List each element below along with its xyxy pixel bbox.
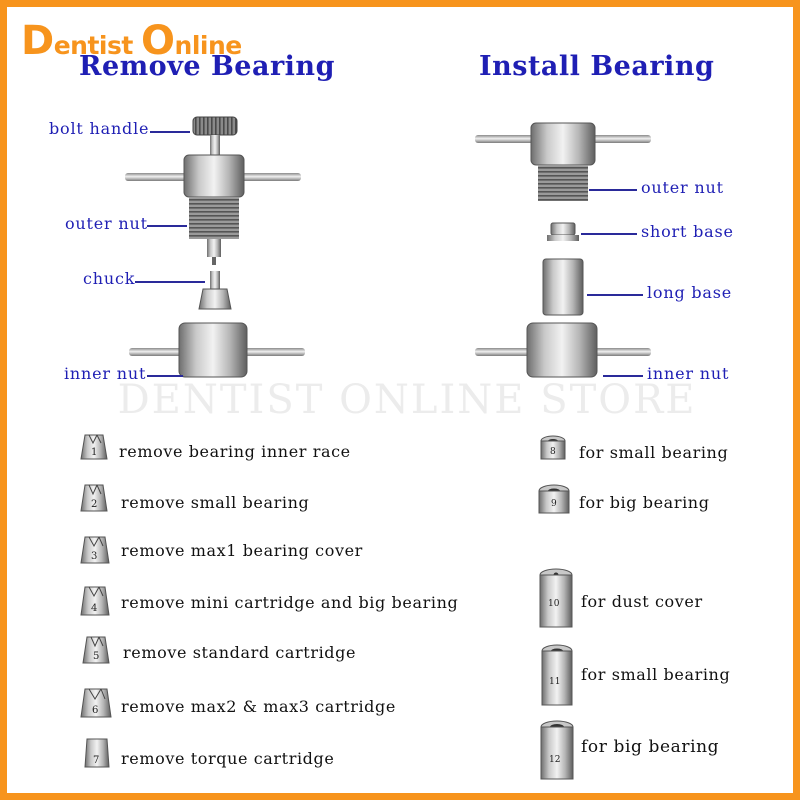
short-base-leader-line — [581, 233, 637, 235]
base-12-description: for big bearing — [581, 737, 720, 757]
chuck-number: 1 — [91, 447, 98, 458]
watermark-text: DENTIST ONLINE STORE — [117, 377, 697, 423]
outer-nut-part-remove — [125, 154, 301, 265]
inner-nut-label-remove: inner nut — [64, 364, 147, 383]
logo-initial-d: D — [21, 18, 54, 64]
chuck-5-description: remove standard cartridge — [123, 643, 357, 662]
base-number: 11 — [549, 677, 561, 687]
chuck-3-description: remove max1 bearing cover — [121, 541, 363, 560]
outer-nut-leader-line-install — [589, 189, 637, 191]
install-tool-assembly — [475, 122, 651, 378]
chuck-number: 7 — [93, 755, 100, 766]
logo-word-nline: nline — [174, 31, 243, 60]
base-12-icon — [540, 720, 574, 780]
chuck-leader-line — [135, 281, 205, 283]
base-9-description: for big bearing — [579, 493, 710, 512]
chuck-6-description: remove max2 & max3 cartridge — [121, 697, 396, 716]
chuck-2-icon — [80, 484, 108, 512]
chuck-6-icon — [80, 688, 112, 718]
base-number: 8 — [550, 447, 556, 457]
base-number: 12 — [549, 755, 561, 765]
base-10-icon — [539, 568, 573, 628]
outer-nut-label-remove: outer nut — [65, 214, 148, 233]
long-base-part — [542, 258, 584, 316]
base-11-description: for small bearing — [581, 665, 731, 684]
bolt-handle-label: bolt handle — [49, 119, 150, 138]
inner-nut-part-remove — [129, 322, 305, 378]
base-number: 10 — [548, 599, 560, 609]
chuck-5-icon — [82, 636, 110, 664]
tool-illustration — [80, 116, 651, 780]
chuck-number: 4 — [91, 603, 98, 614]
base-10-description: for dust cover — [581, 592, 703, 611]
inner-nut-part-install — [475, 322, 651, 378]
chuck-7-icon — [84, 738, 110, 768]
brand-logo: Dentist Online — [21, 21, 242, 61]
install-bearing-heading: Install Bearing — [479, 51, 715, 82]
base-8-description: for small bearing — [579, 443, 729, 462]
outer-nut-label-install: outer nut — [641, 178, 724, 197]
remove-tool-assembly — [125, 116, 305, 378]
chuck-number: 2 — [91, 499, 98, 510]
chuck-3-icon — [80, 536, 110, 564]
chuck-number: 3 — [91, 551, 98, 562]
chuck-7-description: remove torque cartridge — [121, 749, 335, 768]
chuck-1-icon — [80, 434, 108, 460]
long-base-label: long base — [647, 283, 733, 302]
chuck-number: 5 — [93, 651, 100, 662]
remove-bearing-heading: Remove Bearing — [79, 51, 335, 82]
bolt-handle-leader-line — [150, 131, 190, 133]
logo-initial-o: O — [141, 18, 175, 64]
outer-nut-part-install — [475, 122, 651, 201]
base-9-icon — [538, 484, 570, 514]
long-base-leader-line — [587, 294, 643, 296]
inner-nut-leader-line-install — [603, 375, 643, 377]
chuck-4-description: remove mini cartridge and big bearing — [121, 593, 459, 612]
chuck-4-icon — [80, 586, 110, 616]
short-base-label: short base — [641, 222, 734, 241]
inner-nut-label-install: inner nut — [647, 364, 730, 383]
short-base-part — [547, 222, 579, 241]
outer-nut-leader-line-remove — [147, 225, 187, 227]
chuck-part — [198, 271, 232, 310]
logo-word-entist: entist — [53, 31, 134, 60]
chuck-label: chuck — [83, 269, 136, 288]
base-number: 9 — [551, 499, 557, 509]
bolt-handle-part — [192, 116, 238, 159]
chuck-number: 6 — [92, 705, 99, 716]
base-11-icon — [541, 644, 573, 706]
chuck-2-description: remove small bearing — [121, 493, 310, 512]
inner-nut-leader-line-remove — [147, 375, 183, 377]
chuck-1-description: remove bearing inner race — [119, 442, 351, 461]
base-8-icon — [540, 435, 566, 460]
